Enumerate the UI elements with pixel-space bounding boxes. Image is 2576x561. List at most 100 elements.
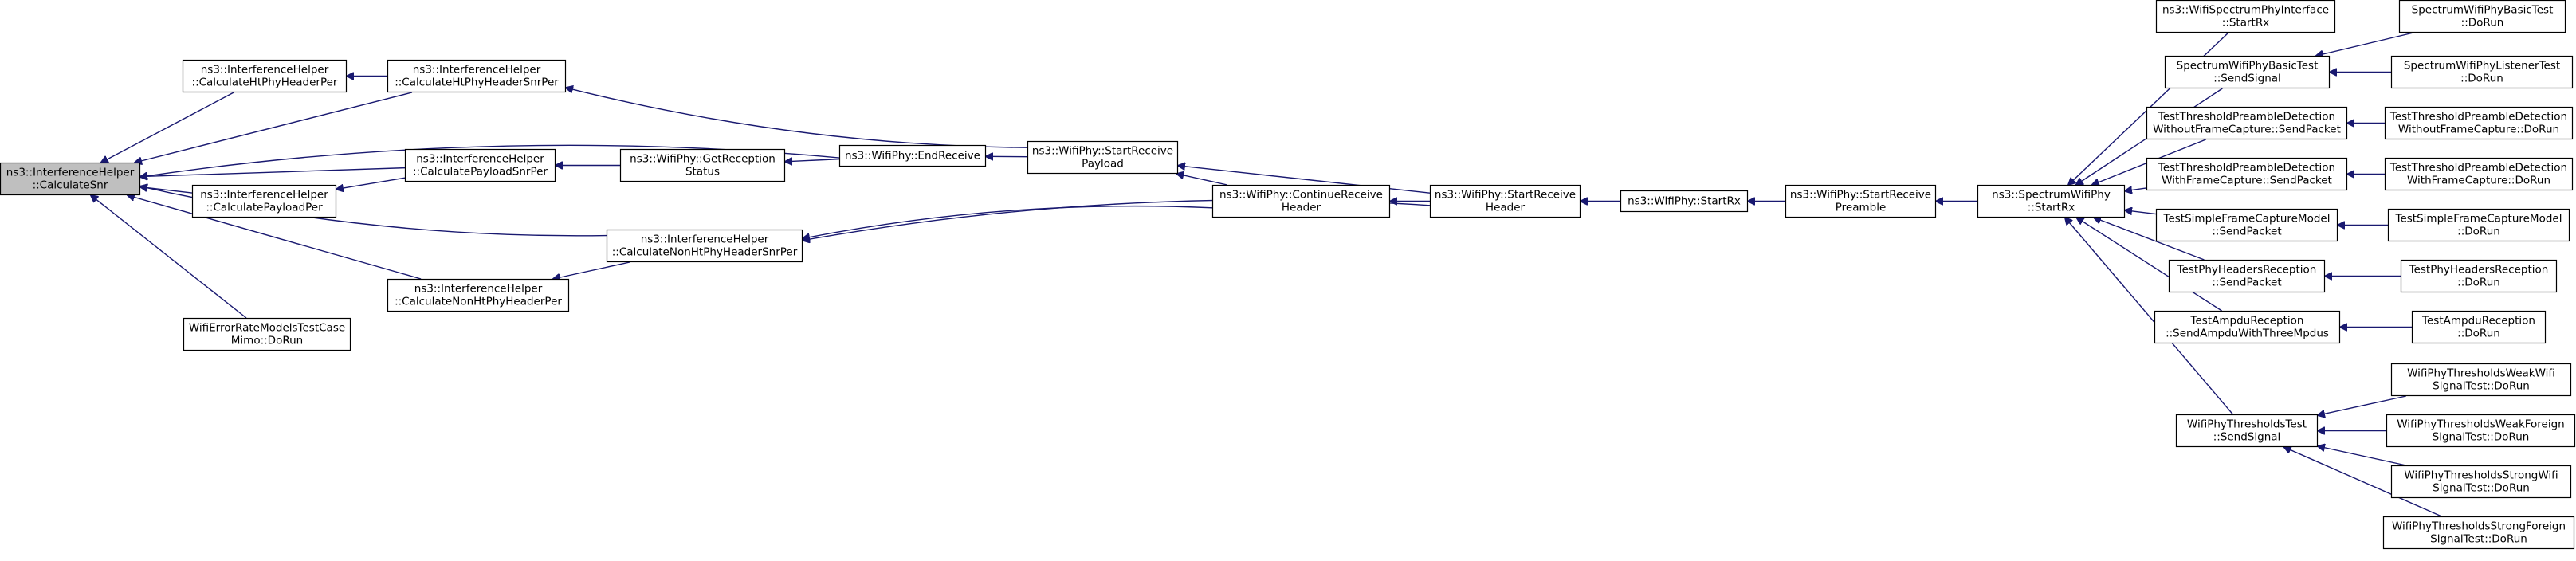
node-box <box>2387 208 2570 242</box>
node-calc-non-ht-phy-header-snr-per[interactable]: ns3::InterferenceHelper::CalculateNonHtP… <box>606 229 803 263</box>
node-calc-payload-snr-per[interactable]: ns3::InterferenceHelper::CalculatePayloa… <box>404 148 556 182</box>
node-box <box>619 148 786 182</box>
node-spectrum-iface-start-rx[interactable]: ns3::WifiSpectrumPhyInterface::StartRx <box>2155 0 2336 33</box>
node-listener-do-run[interactable]: SpectrumWifiPhyListenerTest::DoRun <box>2390 55 2574 89</box>
node-simple-fc-run[interactable]: TestSimpleFrameCaptureModel::DoRun <box>2387 208 2570 242</box>
node-label-line: TestThresholdPreambleDetection <box>2158 111 2335 124</box>
edge-calc_ht_phy_header_per-to-calc_snr <box>101 92 234 163</box>
node-label-line: Preamble <box>1836 202 1887 214</box>
node-ampdu-send[interactable]: TestAmpduReception::SendAmpduWithThreeMp… <box>2154 310 2341 344</box>
node-label-line: ::DoRun <box>2457 277 2500 289</box>
node-label-line: ::DoRun <box>2457 328 2500 340</box>
node-label-line: Header <box>1486 202 1526 214</box>
node-label-line: WifiPhyThresholdsWeakForeign <box>2397 418 2565 431</box>
node-basic-send-signal[interactable]: SpectrumWifiPhyBasicTest::SendSignal <box>2164 55 2331 89</box>
node-label-line: TestAmpduReception <box>2421 315 2535 328</box>
edge-start_receive_header-to-start_receive_payload <box>1178 166 1431 194</box>
node-label-line: ::SendSignal <box>2213 73 2281 85</box>
edge-calc_ht_phy_header_snr_per-to-calc_snr <box>135 92 413 163</box>
node-calc-non-ht-phy-header-per[interactable]: ns3::InterferenceHelper::CalculateNonHtP… <box>387 278 570 312</box>
node-label-line: WithFrameCapture::SendPacket <box>2162 175 2332 187</box>
node-basic-do-run[interactable]: SpectrumWifiPhyBasicTest::DoRun <box>2398 0 2566 33</box>
node-box <box>2164 55 2331 89</box>
edge-headers_send-to-spectrum_start_rx <box>2094 218 2205 261</box>
node-label-line: ::DoRun <box>2457 226 2500 238</box>
node-label-line: ns3::WifiSpectrumPhyInterface <box>2162 4 2329 17</box>
node-ampdu-run[interactable]: TestAmpduReception::DoRun <box>2411 310 2547 344</box>
node-label-line: SpectrumWifiPhyListenerTest <box>2404 60 2560 73</box>
node-label-line: ns3::WifiPhy::GetReception <box>630 153 776 166</box>
edge-ampdu_send-to-spectrum_start_rx <box>2076 218 2222 312</box>
node-box <box>182 59 348 93</box>
node-label-line: WifiPhyThresholdsStrongForeign <box>2392 520 2566 533</box>
node-without-fc-run[interactable]: TestThresholdPreambleDetectionWithoutFra… <box>2384 106 2574 140</box>
node-box <box>183 317 351 351</box>
node-box <box>838 144 987 167</box>
node-box <box>2168 259 2326 293</box>
node-label-line: ns3::WifiPhy::StartRx <box>1628 195 1741 208</box>
node-box <box>2390 363 2572 397</box>
node-label-line: WifiPhyThresholdsWeakWifi <box>2407 367 2555 380</box>
node-box <box>2155 0 2336 33</box>
node-box <box>2382 516 2575 550</box>
edge-strong_wifi-to-thresholds_send <box>2318 446 2406 466</box>
node-label-line: ns3::InterferenceHelper <box>416 153 544 166</box>
node-label-line: TestSimpleFrameCaptureModel <box>2163 213 2331 226</box>
node-simple-fc-send[interactable]: TestSimpleFrameCaptureModel::SendPacket <box>2155 208 2338 242</box>
node-spectrum-start-rx[interactable]: ns3::SpectrumWifiPhy::StartRx <box>1977 184 2126 218</box>
node-calc-snr[interactable]: ns3::InterferenceHelper::CalculateSnr <box>0 162 141 196</box>
node-start-rx[interactable]: ns3::WifiPhy::StartRx <box>1620 190 1749 213</box>
node-box <box>387 278 570 312</box>
node-label-line: SpectrumWifiPhyBasicTest <box>2412 4 2554 17</box>
edge-continue_receive_header-to-calc_non_ht_phy_header_snr_per <box>803 205 1213 239</box>
node-with-fc-send[interactable]: TestThresholdPreambleDetectionWithFrameC… <box>2146 157 2348 191</box>
node-with-fc-run[interactable]: TestThresholdPreambleDetectionWithFrameC… <box>2384 157 2574 191</box>
node-calc-ht-phy-header-per[interactable]: ns3::InterferenceHelper::CalculateHtPhyH… <box>182 59 348 93</box>
edge-calc_non_ht_phy_header_snr_per-to-calc_non_ht_phy_header_per <box>553 261 630 279</box>
node-label-line: Header <box>1282 202 1321 214</box>
node-without-fc-send[interactable]: TestThresholdPreambleDetectionWithoutFra… <box>2146 106 2348 140</box>
node-weak-wifi[interactable]: WifiPhyThresholdsWeakWifiSignalTest::DoR… <box>2390 363 2572 397</box>
node-label-line: WifiPhyThresholdsTest <box>2187 418 2307 431</box>
node-box <box>1620 190 1749 213</box>
node-label-line: ::CalculateHtPhyHeaderPer <box>192 76 338 89</box>
node-label-line: ::DoRun <box>2460 73 2503 85</box>
node-strong-wifi[interactable]: WifiPhyThresholdsStrongWifiSignalTest::D… <box>2390 465 2572 499</box>
node-box <box>1027 140 1179 175</box>
node-box <box>2386 414 2576 448</box>
node-weak-foreign[interactable]: WifiPhyThresholdsWeakForeignSignalTest::… <box>2386 414 2576 448</box>
node-headers-send[interactable]: TestPhyHeadersReception::SendPacket <box>2168 259 2326 293</box>
node-box <box>1211 184 1391 218</box>
edge-simple_fc_send-to-spectrum_start_rx <box>2125 210 2157 214</box>
node-strong-foreign[interactable]: WifiPhyThresholdsStrongForeignSignalTest… <box>2382 516 2575 550</box>
node-calc-ht-phy-header-snr-per[interactable]: ns3::InterferenceHelper::CalculateHtPhyH… <box>387 59 567 93</box>
node-end-receive[interactable]: ns3::WifiPhy::EndReceive <box>838 144 987 167</box>
node-calc-payload-per[interactable]: ns3::InterferenceHelper::CalculatePayloa… <box>191 184 337 218</box>
node-box <box>606 229 803 263</box>
node-label-line: ::StartRx <box>2028 202 2075 214</box>
node-label-line: SignalTest::DoRun <box>2430 533 2527 546</box>
node-label-line: WifiErrorRateModelsTestCase <box>189 322 345 335</box>
node-thresholds-send[interactable]: WifiPhyThresholdsTest::SendSignal <box>2175 414 2319 448</box>
node-headers-run[interactable]: TestPhyHeadersReception::DoRun <box>2400 259 2558 293</box>
node-label-line: ns3::InterferenceHelper <box>641 233 769 246</box>
node-label-line: ::CalculatePayloadPer <box>206 202 323 214</box>
node-box <box>2155 208 2338 242</box>
node-box <box>1429 184 1581 218</box>
node-label-line: ns3::WifiPhy::EndReceive <box>845 150 980 163</box>
node-label-line: ns3::SpectrumWifiPhy <box>1992 189 2111 202</box>
node-box <box>2154 310 2341 344</box>
node-box <box>2398 0 2566 33</box>
edge-error_rate_mimo-to-calc_snr <box>91 195 247 319</box>
node-box <box>2400 259 2558 293</box>
node-box <box>2146 106 2348 140</box>
node-box <box>387 59 567 93</box>
node-label-line: WithoutFrameCapture::DoRun <box>2398 124 2559 136</box>
